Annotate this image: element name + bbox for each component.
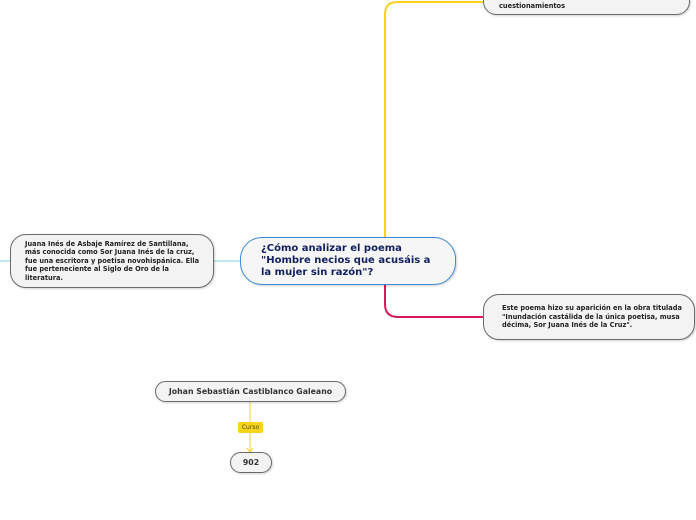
topic-sor-juana-bio[interactable]: Juana Inés de Asbaje Ramírez de Santilla… xyxy=(10,234,214,288)
course-number-text: 902 xyxy=(242,458,260,467)
topic-sor-juana-bio-text: Juana Inés de Asbaje Ramírez de Santilla… xyxy=(25,239,200,282)
connector-top xyxy=(384,1,483,239)
relation-label-course[interactable]: Curso xyxy=(238,422,263,433)
author-name-node[interactable]: Johan Sebastián Castiblanco Galeano xyxy=(155,381,346,402)
topic-poem-origin[interactable]: Este poema hizo su aparición en la obra … xyxy=(483,294,695,340)
topic-cuestionamientos-text: cuestionamientos xyxy=(499,1,565,10)
central-topic[interactable]: ¿Cómo analizar el poema "Hombre necios q… xyxy=(240,237,456,285)
topic-cuestionamientos[interactable]: cuestionamientos xyxy=(483,0,690,15)
topic-poem-origin-text: Este poema hizo su aparición en la obra … xyxy=(502,304,682,330)
course-number-node[interactable]: 902 xyxy=(230,452,272,473)
central-topic-text: ¿Cómo analizar el poema "Hombre necios q… xyxy=(261,243,431,278)
author-name-text: Johan Sebastián Castiblanco Galeano xyxy=(168,387,333,396)
connector-bottom xyxy=(384,285,483,318)
